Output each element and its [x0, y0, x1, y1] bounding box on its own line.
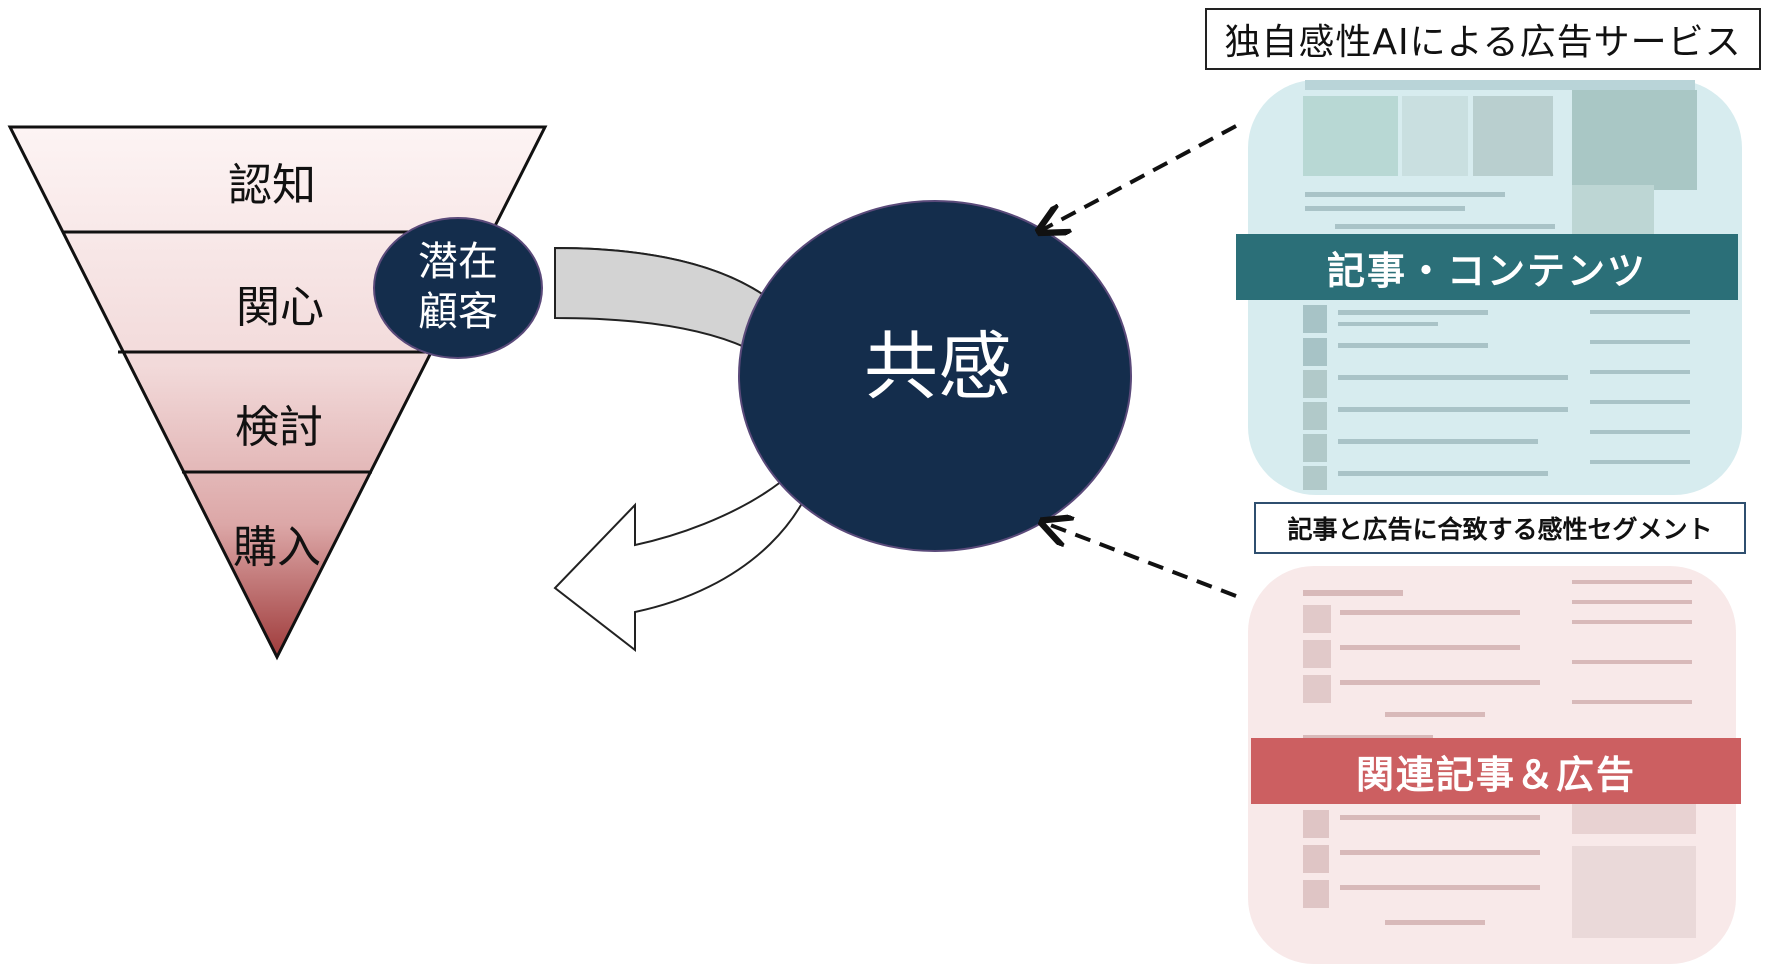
- article-thumb: [1303, 338, 1327, 366]
- empathy-circle: [738, 200, 1132, 552]
- article-thumb: [1572, 185, 1654, 235]
- article-line: [1338, 322, 1438, 326]
- related-line: [1303, 735, 1433, 740]
- article-thumb: [1303, 370, 1327, 398]
- article-line: [1590, 310, 1690, 314]
- article-line: [1590, 400, 1690, 404]
- related-thumb: [1303, 845, 1329, 873]
- article-line: [1338, 471, 1548, 476]
- related-line: [1340, 815, 1540, 820]
- article-thumb: [1303, 402, 1327, 430]
- articles-content-label: 記事・コンテンツ: [1236, 234, 1738, 300]
- related-line: [1340, 885, 1540, 890]
- related-thumb: [1303, 605, 1331, 633]
- article-line: [1335, 224, 1555, 229]
- related-line: [1572, 620, 1692, 624]
- article-thumb: [1572, 90, 1697, 190]
- related-thumb: [1303, 810, 1329, 838]
- latent-customer-line2: 顧客: [418, 289, 498, 335]
- funnel: 認知 関心 検討 購入: [7, 125, 548, 661]
- funnel-level-consideration: 検討: [235, 402, 323, 453]
- article-line: [1305, 206, 1465, 211]
- related-articles-ads-label: 関連記事＆広告: [1251, 738, 1741, 804]
- sensibility-segment-label: 記事と広告に合致する感性セグメント: [1254, 502, 1746, 554]
- article-line: [1305, 192, 1505, 197]
- article-line: [1338, 310, 1488, 315]
- latent-customer-line1: 潜在: [418, 239, 498, 285]
- related-line: [1340, 680, 1540, 685]
- related-thumb: [1303, 640, 1331, 668]
- related-line: [1303, 590, 1403, 596]
- related-thumb: [1303, 675, 1331, 703]
- empathy-label: 共感: [864, 324, 1012, 410]
- article-line: [1590, 340, 1690, 344]
- related-line: [1572, 660, 1692, 664]
- funnel-level-awareness: 認知: [228, 160, 316, 211]
- related-ad-thumb: [1572, 804, 1696, 834]
- related-ad-thumb: [1572, 846, 1696, 938]
- article-thumb: [1303, 434, 1327, 462]
- related-line: [1572, 700, 1692, 704]
- related-line: [1385, 920, 1485, 925]
- article-line: [1338, 375, 1568, 380]
- article-thumb: [1402, 96, 1468, 176]
- service-title: 独自感性AIによる広告サービス: [1205, 8, 1761, 70]
- article-line: [1590, 430, 1690, 434]
- funnel-level-interest: 関心: [236, 282, 324, 333]
- latent-customer-circle: [373, 217, 543, 359]
- article-thumb: [1473, 96, 1553, 176]
- article-thumb: [1303, 305, 1327, 333]
- article-panel-header: [1305, 80, 1695, 90]
- article-line: [1590, 370, 1690, 374]
- funnel-level-purchase: 購入: [233, 522, 321, 573]
- article-line: [1590, 460, 1690, 464]
- related-line: [1340, 645, 1520, 650]
- article-line: [1338, 407, 1568, 412]
- related-line: [1572, 600, 1692, 604]
- related-thumb: [1303, 880, 1329, 908]
- dashed-arrow-bottom: [1045, 523, 1237, 598]
- article-line: [1338, 343, 1488, 348]
- related-line: [1385, 712, 1485, 717]
- related-line: [1572, 580, 1692, 584]
- article-line: [1338, 439, 1538, 444]
- article-thumb: [1303, 96, 1398, 176]
- article-thumb: [1303, 466, 1327, 490]
- dashed-arrow-top: [1042, 124, 1237, 230]
- related-line: [1340, 610, 1520, 615]
- related-line: [1340, 850, 1540, 855]
